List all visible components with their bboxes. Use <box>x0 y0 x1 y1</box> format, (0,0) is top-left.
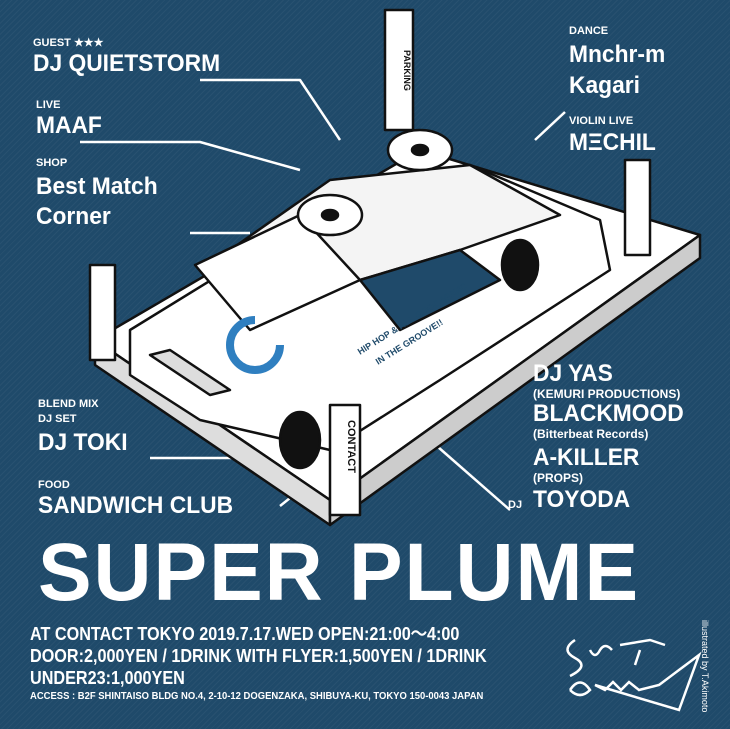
pillar-text: CONTACT <box>345 420 357 473</box>
dance-label: DANCE <box>569 25 609 37</box>
blend-label: BLEND MIX <box>38 398 99 410</box>
logo-icon <box>226 316 284 374</box>
parking-pillar <box>623 158 652 257</box>
dj-name: BLACKMOOD <box>533 400 684 427</box>
guest-label: GUEST ★★★ <box>33 37 104 49</box>
under23-price: UNDER23:1,000YEN <box>30 668 185 688</box>
illustrator-credit: illustrated by T.Akimoto <box>700 620 710 713</box>
leader-line <box>429 439 511 511</box>
guest-name: DJ QUIETSTORM <box>33 50 221 77</box>
dj-affiliation: (KEMURI PRODUCTIONS) <box>533 387 681 401</box>
parking-pillar <box>328 403 362 517</box>
leader-line <box>80 140 301 172</box>
event-title: SUPER PLUME <box>38 527 641 618</box>
signature <box>566 638 702 712</box>
live-label: LIVE <box>36 99 61 111</box>
dance-name-1: Mnchr-m <box>569 41 666 68</box>
price-line: DOOR:2,000YEN / 1DRINK WITH FLYER:1,500Y… <box>30 646 487 666</box>
dj-affiliation: (Bitterbeat Records) <box>533 427 649 441</box>
dj-prefix: DJ <box>508 499 523 511</box>
dj-affiliation: (PROPS) <box>533 471 584 485</box>
dj-name: DJ YAS <box>533 360 613 387</box>
shop-label: SHOP <box>36 157 68 169</box>
blend-name: DJ TOKI <box>38 429 128 456</box>
food-label: FOOD <box>38 479 70 491</box>
event-info-line: AT CONTACT TOKYO 2019.7.17.WED OPEN:21:0… <box>30 624 460 644</box>
leader-line <box>534 111 566 141</box>
dance-name-2: Kagari <box>569 72 640 99</box>
parking-pillar <box>88 263 117 362</box>
shop-name-1: Best Match <box>36 173 158 200</box>
leader-line <box>200 78 342 141</box>
pillar-text: PARKING <box>402 50 412 91</box>
violin-name: MΞCHIL <box>569 129 656 156</box>
parking-pillar <box>383 8 415 132</box>
djset-label: DJ SET <box>38 413 77 425</box>
access-address: ACCESS : B2F SHINTAISO BLDG NO.4, 2-10-1… <box>30 690 484 702</box>
violin-label: VIOLIN LIVE <box>569 115 634 127</box>
dj-name: TOYODA <box>533 486 631 513</box>
live-name: MAAF <box>36 112 102 139</box>
dj-name: A-KILLER <box>533 444 640 471</box>
shop-name-2: Corner <box>36 203 111 230</box>
food-name: SANDWICH CLUB <box>38 492 234 519</box>
